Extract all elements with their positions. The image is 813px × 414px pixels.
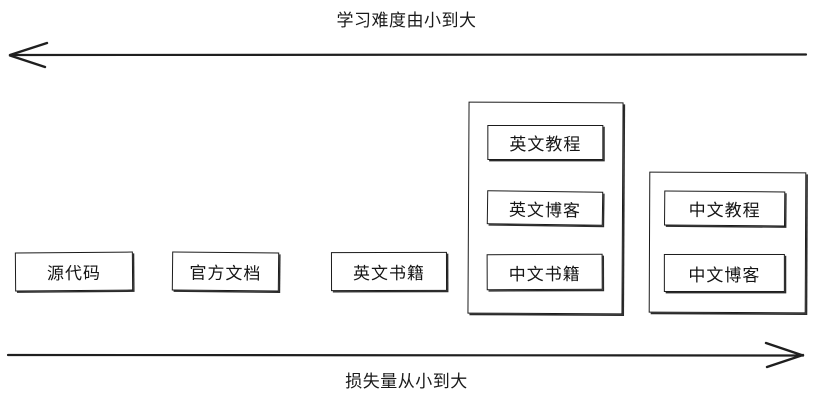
node-label: 中文博客 xyxy=(688,265,761,285)
node-source-code[interactable]: 源代码 xyxy=(14,251,134,292)
node-chinese-tutorial[interactable]: 中文教程 xyxy=(664,190,786,227)
node-label: 英文教程 xyxy=(509,134,582,154)
bottom-axis-label: 损失量从小到大 xyxy=(345,372,468,391)
node-label: 源代码 xyxy=(46,263,102,284)
node-chinese-books[interactable]: 中文书籍 xyxy=(486,253,603,291)
node-english-blog[interactable]: 英文博客 xyxy=(486,190,604,226)
node-english-tutorial[interactable]: 英文教程 xyxy=(487,124,604,160)
node-label: 中文教程 xyxy=(688,200,761,221)
node-label: 中文书籍 xyxy=(508,264,581,284)
top-axis-label: 学习难度由小到大 xyxy=(336,11,477,30)
node-label: 官方文档 xyxy=(189,263,262,284)
group-english-advanced: 英文教程 英文博客 中文书籍 xyxy=(467,101,624,315)
group-chinese: 中文教程 中文博客 xyxy=(648,171,807,314)
bottom-axis-arrow xyxy=(6,341,805,369)
top-axis-arrow xyxy=(8,41,808,69)
node-english-books[interactable]: 英文书籍 xyxy=(330,251,448,292)
node-label: 英文书籍 xyxy=(352,263,426,284)
node-chinese-blog[interactable]: 中文博客 xyxy=(663,253,785,292)
node-official-docs[interactable]: 官方文档 xyxy=(171,251,280,292)
node-label: 英文博客 xyxy=(508,199,582,220)
